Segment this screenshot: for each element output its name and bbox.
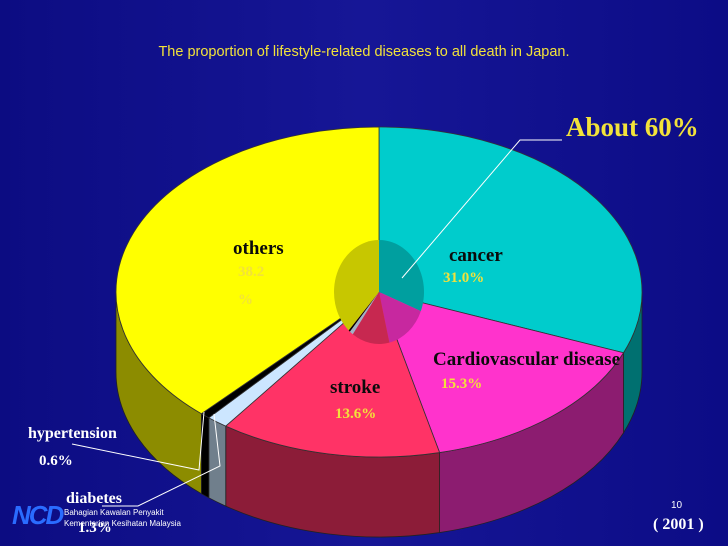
label-stroke-pct: 13.6% [335, 406, 377, 422]
slice-center-diabetes [349, 292, 379, 335]
label-cancer-name: cancer [449, 245, 503, 266]
slice-side-diabetes [208, 417, 227, 507]
logo-line-2: Kementerian Kesihatan Malaysia [64, 519, 181, 528]
leader-lines [71, 139, 562, 507]
label-cancer-pct: 31.0% [443, 270, 485, 286]
label-others-name: others [233, 238, 284, 259]
label-cardio-name: Cardiovascular disease [433, 349, 621, 370]
label-diabetes-pct: 1.3% [78, 520, 112, 536]
page-number: 10 [671, 500, 683, 511]
annotation-about-60: About 60% [566, 112, 699, 142]
label-diabetes-name: diabetes [66, 490, 122, 507]
pie-center-shading [333, 240, 424, 345]
leader-diabetes [102, 413, 221, 507]
slice-center-cancer [379, 240, 424, 312]
slice-cardiovascular-disease [378, 291, 625, 454]
slice-others [115, 126, 380, 415]
label-others-pct: 38.2 [238, 264, 265, 280]
slice-center-stroke [352, 292, 390, 345]
leader-hypertension [71, 411, 205, 471]
label-hypertension-name: hypertension [28, 425, 117, 442]
slice-cancer [378, 126, 643, 354]
slice-center-hypertension [348, 292, 379, 332]
ncd-logo-mark: NCD [12, 500, 64, 530]
slice-center-cardiovascular-disease [379, 292, 421, 343]
chart-title: The proportion of lifestyle-related dise… [158, 44, 570, 60]
slice-center-others [333, 240, 379, 331]
label-others-pct-unit: % [238, 292, 253, 308]
label-cardio-pct: 15.3% [441, 376, 483, 392]
label-hypertension-pct: 0.6% [39, 453, 73, 469]
logo-line-1: Bahagian Kawalan Penyakit [64, 508, 164, 517]
year-note: ( 2001 ) [653, 516, 704, 533]
label-stroke-name: stroke [330, 377, 381, 398]
leader-about-60 [401, 139, 562, 279]
